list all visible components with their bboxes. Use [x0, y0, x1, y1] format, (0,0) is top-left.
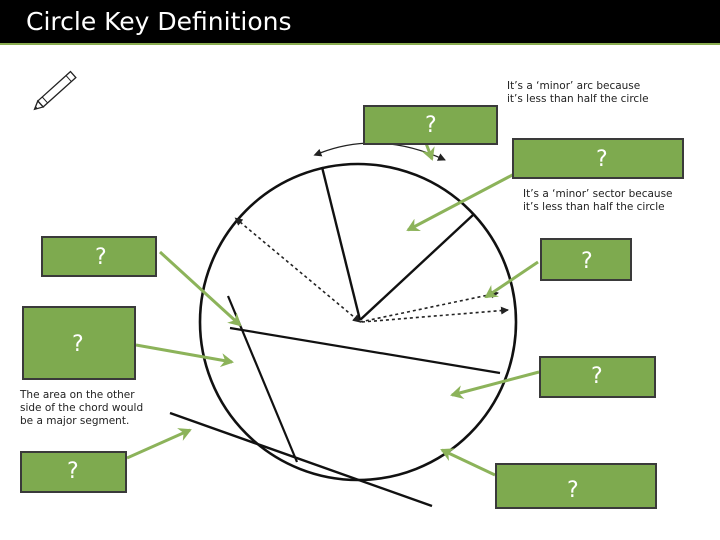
label-box-diameter: ?	[41, 236, 157, 277]
arrow-to-radius	[484, 260, 539, 299]
label-box-sector: ?	[512, 138, 684, 179]
label-box-arc: ?	[363, 105, 498, 145]
chord-line	[229, 326, 501, 375]
diameter-line	[234, 217, 361, 323]
label-text: ?	[95, 245, 107, 270]
pencil-icon	[33, 70, 77, 111]
label-box-point: ?	[495, 463, 657, 509]
slide-title: Circle Key Definitions	[26, 7, 292, 36]
label-text: ?	[67, 459, 79, 484]
arrow-to-chord	[450, 370, 540, 399]
arrow-to-segment	[135, 343, 234, 367]
major-segment-note: The area on the other side of the chord …	[20, 389, 144, 427]
minor-arc-note: It’s a ‘minor’ arc because it’s less tha…	[507, 80, 649, 105]
radius-line	[361, 306, 509, 323]
title-bar: Circle Key Definitions	[0, 0, 720, 45]
arrow-to-sector	[406, 170, 519, 232]
circle-outline	[198, 162, 518, 482]
arrow-to-point	[440, 448, 496, 477]
label-text: ?	[596, 147, 608, 172]
label-box-chord: ?	[539, 356, 656, 398]
sector-radius-left	[320, 166, 362, 321]
label-text: ?	[591, 364, 603, 389]
label-text: ?	[581, 249, 593, 274]
sector-radius-right	[359, 214, 474, 321]
label-box-radius: ?	[540, 238, 632, 281]
diameter-line-cont	[359, 290, 499, 323]
minor-sector-note: It’s a ‘minor’ sector because it’s less …	[523, 188, 673, 213]
tangent-line	[169, 411, 433, 508]
label-text: ?	[72, 332, 84, 357]
label-text: ?	[425, 113, 437, 138]
label-box-tangent: ?	[20, 451, 127, 493]
label-text: ?	[567, 478, 579, 503]
arrow-to-diameter	[158, 250, 242, 327]
arrow-to-tangent	[126, 428, 192, 460]
label-box-segment: ?	[22, 306, 136, 380]
